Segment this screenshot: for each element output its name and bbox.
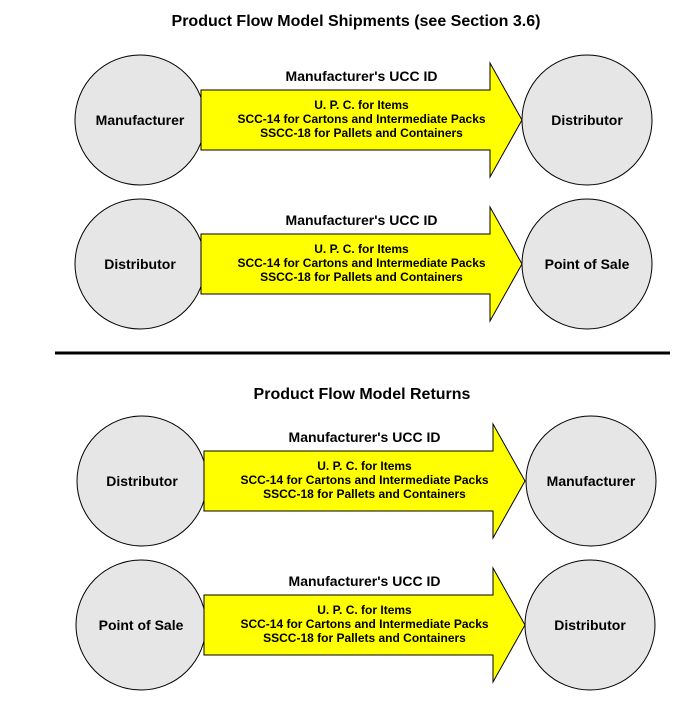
- node-from-label: Manufacturer: [95, 112, 185, 128]
- ucc-id-label: Manufacturer's UCC ID: [285, 212, 438, 228]
- flow-arrow: [200, 61, 523, 179]
- flow-arrow: [200, 205, 523, 323]
- section-title-returns: Product Flow Model Returns: [253, 386, 471, 403]
- node-to-label: Manufacturer: [546, 473, 636, 489]
- node-from-label: Distributor: [106, 473, 178, 489]
- node-from-label: Distributor: [104, 256, 176, 272]
- identifier-sscc18: SSCC-18 for Pallets and Containers: [263, 631, 466, 645]
- identifier-upc: U. P. C. for Items: [314, 98, 409, 112]
- node-to-label: Distributor: [551, 112, 623, 128]
- identifier-upc: U. P. C. for Items: [314, 242, 409, 256]
- identifier-scc14: SCC-14 for Cartons and Intermediate Pack…: [240, 617, 489, 631]
- identifier-sscc18: SSCC-18 for Pallets and Containers: [260, 126, 463, 140]
- identifier-list: U. P. C. for Items SCC-14 for Cartons an…: [240, 603, 488, 645]
- node-to-label: Point of Sale: [544, 256, 630, 272]
- identifier-scc14: SCC-14 for Cartons and Intermediate Pack…: [240, 473, 489, 487]
- node-to-label: Distributor: [554, 617, 626, 633]
- identifier-list: U. P. C. for Items SCC-14 for Cartons an…: [240, 459, 488, 501]
- identifier-upc: U. P. C. for Items: [317, 459, 412, 473]
- identifier-scc14: SCC-14 for Cartons and Intermediate Pack…: [237, 256, 486, 270]
- identifier-scc14: SCC-14 for Cartons and Intermediate Pack…: [237, 112, 486, 126]
- section-title-shipments: Product Flow Model Shipments (see Sectio…: [171, 13, 541, 30]
- identifier-upc: U. P. C. for Items: [317, 603, 412, 617]
- flow-arrow: [203, 566, 526, 684]
- identifier-list: U. P. C. for Items SCC-14 for Cartons an…: [237, 242, 485, 284]
- ucc-id-label: Manufacturer's UCC ID: [285, 68, 438, 84]
- identifier-list: U. P. C. for Items SCC-14 for Cartons an…: [237, 98, 485, 140]
- identifier-sscc18: SSCC-18 for Pallets and Containers: [263, 487, 466, 501]
- node-to-circle: [525, 415, 657, 547]
- flow-arrow: [203, 422, 526, 540]
- node-from-label: Point of Sale: [98, 617, 184, 633]
- ucc-id-label: Manufacturer's UCC ID: [288, 429, 441, 445]
- identifier-sscc18: SSCC-18 for Pallets and Containers: [260, 270, 463, 284]
- ucc-id-label: Manufacturer's UCC ID: [288, 573, 441, 589]
